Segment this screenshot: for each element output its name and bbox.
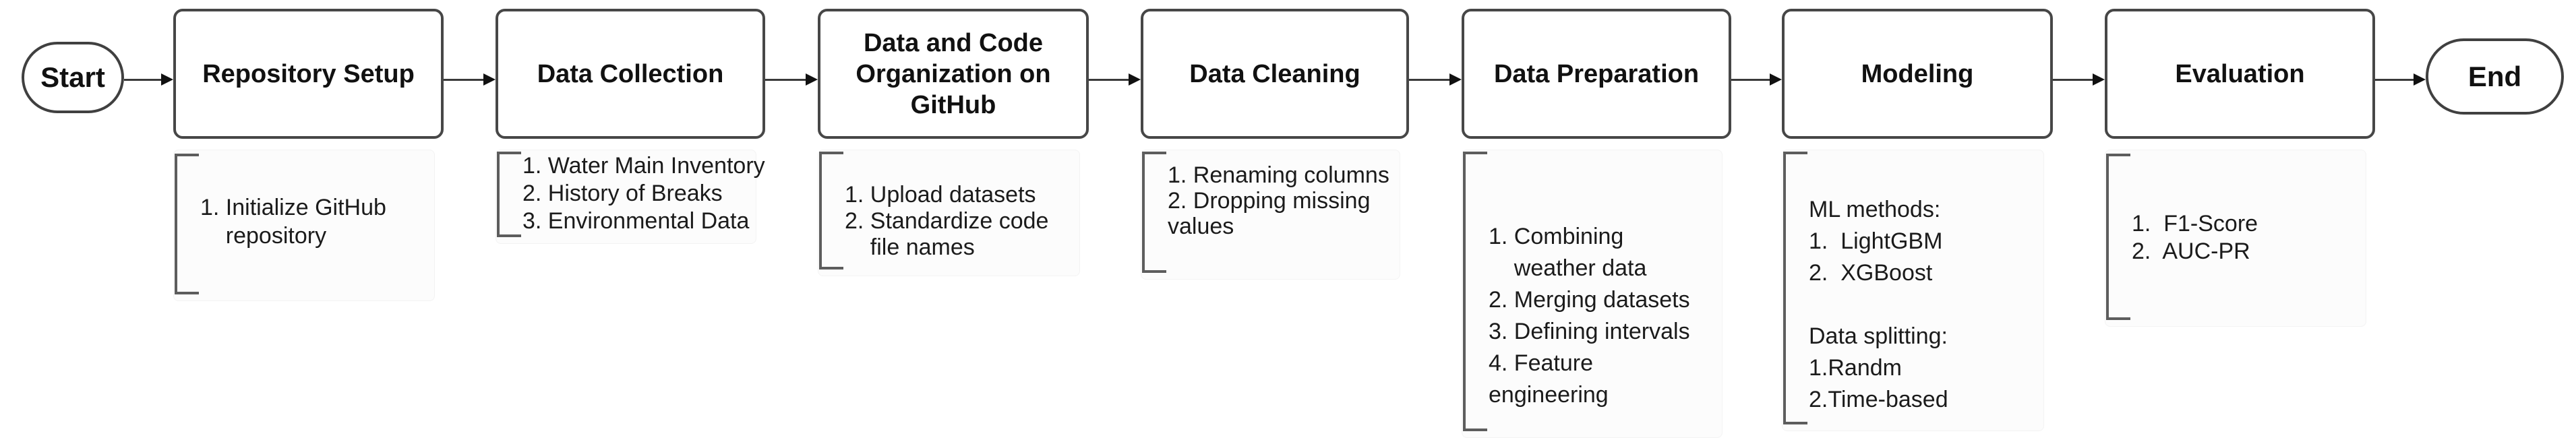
detail-bracket-icon xyxy=(819,152,843,269)
detail-line xyxy=(1809,289,1948,321)
detail-line: 4. Feature xyxy=(1489,350,1593,376)
step-box: Data Collection xyxy=(496,9,765,139)
detail-line: engineering xyxy=(1489,382,1609,408)
bracket-top-tick xyxy=(1145,152,1166,154)
detail-line: 2. Standardize code xyxy=(845,208,1049,234)
detail-line: 3. Defining intervals xyxy=(1489,319,1690,344)
detail-area xyxy=(1141,150,1400,280)
detail-line: values xyxy=(1168,214,1234,239)
bracket-top-tick xyxy=(822,152,843,154)
detail-lines: ML methods: 1. LightGBM 2. XGBoost Data sp… xyxy=(1809,194,1948,416)
detail-line: Data splitting: xyxy=(1809,323,1948,349)
detail-line: weather data xyxy=(1489,255,1647,281)
step-box: Modeling xyxy=(1782,9,2053,139)
step-box: Data and Code Organization on GitHub xyxy=(818,9,1089,139)
connector-line xyxy=(1731,79,1772,81)
bracket-top-tick xyxy=(1466,152,1487,154)
arrowhead-icon xyxy=(1129,73,1141,86)
detail-line: 2. Dropping missing xyxy=(1168,188,1371,214)
bracket-top-tick xyxy=(500,152,521,154)
connector-line xyxy=(765,79,808,81)
step-title: Data Cleaning xyxy=(1189,59,1360,88)
detail-area xyxy=(496,150,756,244)
detail-line: 1. Initialize GitHub xyxy=(200,195,386,220)
bracket-bottom-tick xyxy=(177,292,199,294)
detail-area xyxy=(173,150,435,301)
step-box: Data Preparation xyxy=(1462,9,1731,139)
detail-line: 1. Combining xyxy=(1489,224,1624,249)
step-title: Repository Setup xyxy=(202,59,415,88)
detail-line: file names xyxy=(845,234,975,260)
step-title: Evaluation xyxy=(2175,59,2305,88)
arrowhead-icon xyxy=(1770,73,1782,86)
arrowhead-icon xyxy=(806,73,818,86)
detail-line: 1. Water Main Inventory xyxy=(522,153,765,179)
detail-line: 1.Randm xyxy=(1809,355,1902,381)
detail-lines: 1. F1-Score 2. AUC-PR xyxy=(2132,210,2258,265)
connector-line xyxy=(444,79,486,81)
detail-line: 2. History of Breaks xyxy=(522,181,723,206)
bracket-bottom-tick xyxy=(500,234,521,237)
detail-line: 2. AUC-PR xyxy=(2132,239,2250,264)
arrowhead-icon xyxy=(483,73,496,86)
detail-bracket-icon xyxy=(1463,152,1487,431)
detail-bracket-icon xyxy=(175,154,199,294)
detail-area xyxy=(1782,150,2044,431)
connector-line xyxy=(2375,79,2416,81)
end-terminal: End xyxy=(2426,38,2564,115)
step-title: Data Collection xyxy=(537,59,724,88)
step-title: Modeling xyxy=(1861,59,1974,88)
start-label: Start xyxy=(40,61,105,93)
step-title: Data Preparation xyxy=(1493,59,1700,88)
bracket-bottom-tick xyxy=(1145,270,1166,273)
detail-line: 1. F1-Score xyxy=(2132,211,2258,236)
bracket-bottom-tick xyxy=(822,267,843,269)
connector-line xyxy=(1409,79,1452,81)
detail-lines: 1. Initialize GitHub repository xyxy=(200,193,386,250)
detail-bracket-icon xyxy=(497,152,521,237)
end-label: End xyxy=(2467,60,2522,92)
detail-line: 2.Time-based xyxy=(1809,387,1948,412)
bracket-bottom-tick xyxy=(1466,429,1487,431)
arrowhead-icon xyxy=(1449,73,1462,86)
detail-area xyxy=(818,150,1080,276)
step-box: Evaluation xyxy=(2105,9,2375,139)
detail-bracket-icon xyxy=(1142,152,1166,273)
detail-line: repository xyxy=(200,223,327,249)
detail-line: 2. Merging datasets xyxy=(1489,287,1690,313)
step-box: Data Cleaning xyxy=(1141,9,1409,139)
bracket-top-tick xyxy=(177,154,199,156)
detail-line: 1. LightGBM xyxy=(1809,228,1943,254)
start-terminal: Start xyxy=(22,42,124,113)
step-title: Data and Code Organization on GitHub xyxy=(856,28,1051,119)
detail-line: 3. Environmental Data xyxy=(522,208,750,234)
detail-line: 2. XGBoost xyxy=(1809,260,1933,286)
connector-line xyxy=(2053,79,2095,81)
detail-bracket-icon xyxy=(2106,154,2130,320)
arrowhead-icon xyxy=(161,73,173,86)
detail-line: ML methods: xyxy=(1809,197,1941,222)
detail-lines: 1. Combining weather data 2. Merging data… xyxy=(1489,221,1690,411)
detail-area xyxy=(1462,150,1723,438)
bracket-top-tick xyxy=(1786,152,1807,154)
arrowhead-icon xyxy=(2093,73,2105,86)
bracket-bottom-tick xyxy=(2109,317,2130,320)
connector-line xyxy=(1089,79,1131,81)
bracket-bottom-tick xyxy=(1786,422,1807,424)
detail-bracket-icon xyxy=(1783,152,1807,424)
step-box: Repository Setup xyxy=(173,9,444,139)
bracket-top-tick xyxy=(2109,154,2130,156)
detail-line: 1. Renaming columns xyxy=(1168,162,1389,188)
detail-area xyxy=(2105,150,2366,327)
detail-line: 1. Upload datasets xyxy=(845,182,1036,208)
arrowhead-icon xyxy=(2414,73,2426,86)
connector-line xyxy=(124,79,164,81)
